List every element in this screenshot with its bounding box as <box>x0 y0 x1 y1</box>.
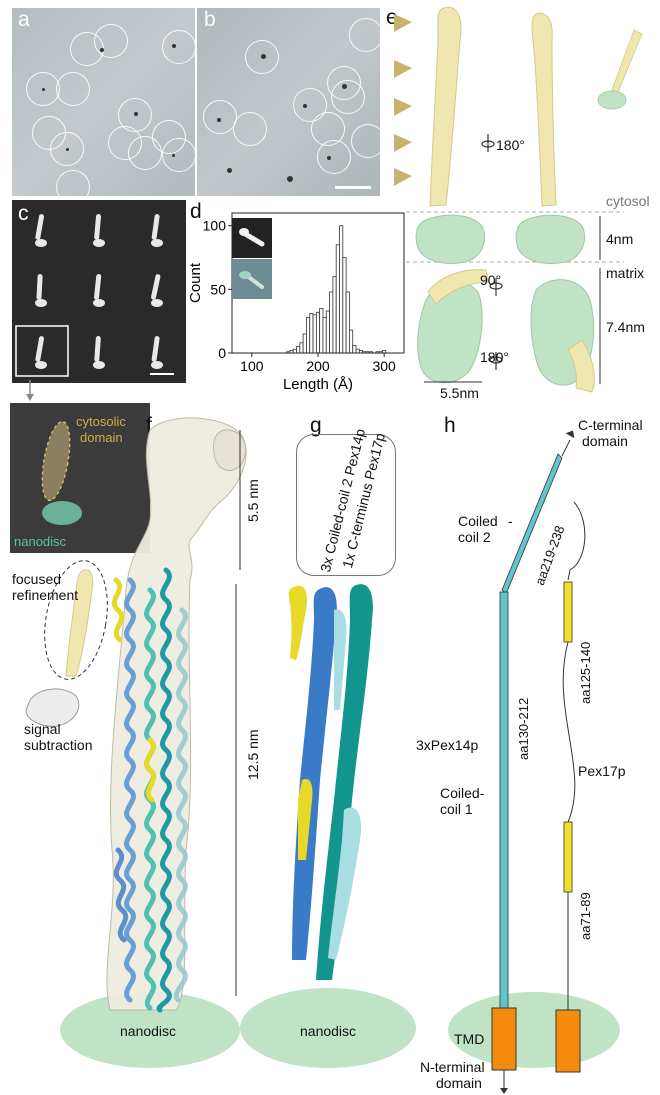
label-aa71-89: aa71-89 <box>578 892 593 940</box>
y-axis-label: Count <box>188 262 204 303</box>
label-subtraction: subtraction <box>24 738 92 753</box>
pex17-loop-top <box>568 502 585 580</box>
label-c-terminal: C-terminal <box>578 418 643 433</box>
label-coiled-cc2: Coiled <box>458 514 498 529</box>
arrowhead-markers <box>394 14 412 186</box>
panel-label-b: b <box>204 8 216 32</box>
histogram-bar <box>300 343 303 353</box>
scale-bar-b <box>335 186 371 189</box>
histogram-bar <box>330 292 333 353</box>
helix-yellow-1 <box>114 580 121 640</box>
histogram-bar <box>313 315 316 353</box>
class-averages-grid <box>12 200 186 383</box>
histogram-bar <box>320 308 323 353</box>
panel-g-graphic <box>240 580 440 1095</box>
label-cytosol: cytosol <box>606 194 650 209</box>
label-4nm: 4nm <box>606 232 633 247</box>
label-5-5-nm: 5.5 nm <box>246 479 261 522</box>
label-focused: focused <box>12 572 61 587</box>
histogram-bar <box>293 349 296 353</box>
label-matrix: matrix <box>606 266 644 281</box>
label-aa125-140: aa125-140 <box>578 642 593 704</box>
histogram-bar <box>297 347 300 353</box>
micrograph-b <box>197 8 380 196</box>
histogram-inset-model <box>232 259 272 299</box>
label-c-terminal-domain: domain <box>582 434 628 449</box>
label-pex17p: Pex17p <box>578 764 625 779</box>
c-terminal-arrow <box>566 428 578 438</box>
histogram-bar <box>346 292 349 353</box>
rod-yellow-top <box>289 586 307 660</box>
label-coiled-cc1: Coiled- <box>440 786 484 801</box>
panel-label-c: c <box>18 202 29 226</box>
label-n-terminal: N-terminal <box>420 1060 485 1075</box>
x-tick-label: 100 <box>240 358 264 374</box>
y-tick-label: 0 <box>218 345 226 361</box>
inset-disc <box>598 91 626 109</box>
histogram-bar <box>306 317 309 353</box>
n-terminal-arrow <box>500 1088 508 1094</box>
label-nanodisc-f: nanodisc <box>120 1024 176 1039</box>
disc-top-left <box>418 282 483 383</box>
y-tick-label: 50 <box>210 281 226 297</box>
rod-light-top <box>334 609 347 710</box>
density-lobe <box>213 430 245 471</box>
disc-side-left <box>416 215 485 263</box>
focused-refinement-tube <box>66 570 93 676</box>
label-coil-2: coil 2 <box>458 530 491 545</box>
tube-left <box>430 7 461 206</box>
label-aa130-212: aa130-212 <box>516 698 531 760</box>
label-7-4nm: 7.4nm <box>606 320 645 335</box>
label-3xpex14p: 3xPex14p <box>416 738 478 753</box>
tmd-box-pex17 <box>556 1010 580 1072</box>
label-coiled-dash: - <box>508 514 513 529</box>
tube-right <box>532 13 556 206</box>
histogram-bar <box>333 277 336 353</box>
histogram-bar <box>336 245 339 353</box>
zoom-arrow <box>22 378 42 404</box>
histogram-bar <box>316 312 319 353</box>
label-n-terminal-domain: domain <box>436 1076 482 1091</box>
histogram-inset-class <box>232 218 272 258</box>
coiled-coil-1-bar <box>500 592 508 1010</box>
micrograph-a <box>12 8 195 196</box>
histogram-bar <box>343 258 346 353</box>
histogram-bar <box>326 311 329 353</box>
label-5-5nm: 5.5nm <box>440 386 479 401</box>
class-averages-svg <box>12 200 186 383</box>
rotation-icon-180 <box>482 134 494 152</box>
label-coil-1: coil 1 <box>440 802 473 817</box>
y-tick-label: 100 <box>203 218 227 234</box>
histogram-bar <box>356 349 359 353</box>
pex17-loop-mid <box>563 642 575 822</box>
histogram-bar <box>340 226 343 353</box>
x-axis-label: Length (Å) <box>283 376 353 393</box>
label-refinement: refinement <box>12 588 78 603</box>
disc-side-right <box>516 215 585 263</box>
x-tick-label: 200 <box>306 358 330 374</box>
histogram-bar <box>353 345 356 353</box>
tmd-box-pex14 <box>492 1008 516 1070</box>
nanodisc-h <box>448 992 620 1068</box>
histogram-bar <box>349 330 352 353</box>
label-rot-180b: 180° <box>480 350 509 365</box>
panel-label-a: a <box>18 8 30 32</box>
aa71-89-box <box>564 822 572 892</box>
label-tmd: TMD <box>454 1032 484 1047</box>
histogram-bar <box>310 314 313 353</box>
histogram-bar <box>323 317 326 353</box>
label-rot-180: 180° <box>496 138 525 153</box>
label-nanodisc-g: nanodisc <box>300 1024 356 1039</box>
label-signal: signal <box>24 722 61 737</box>
histogram-bar <box>303 334 306 353</box>
inset-tube <box>612 30 642 92</box>
label-rot-90: 90° <box>480 273 501 288</box>
aa125-140-box <box>564 582 572 642</box>
